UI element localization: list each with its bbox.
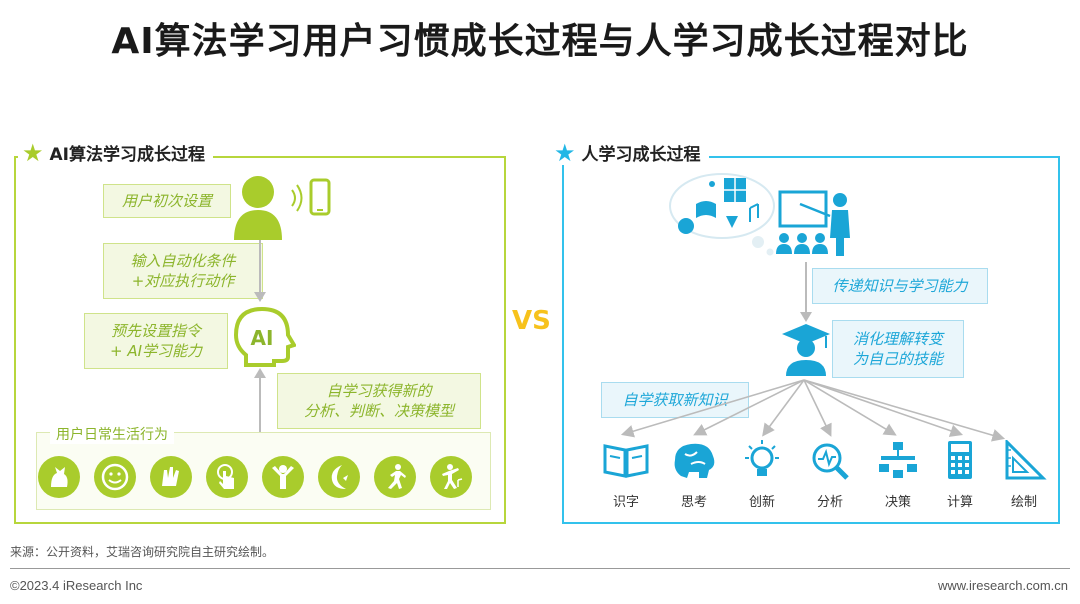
ai-badge-text: AI (251, 326, 274, 350)
website-link[interactable]: www.iresearch.com.cn (937, 578, 1068, 593)
skill-label: 识字 (612, 495, 639, 510)
person-cheer-icon (262, 456, 304, 498)
skill-label: 决策 (884, 495, 911, 510)
skill-literacy: 识字 (596, 440, 656, 510)
magnifier-icon (812, 443, 849, 480)
cat-icon (38, 456, 80, 498)
step-automation-conditions: 输入自动化条件 +对应执行动作 (103, 243, 263, 299)
knowledge-cloud-icon (669, 173, 775, 256)
lightbulb-icon (745, 440, 779, 476)
step-self-learn-new: 自学获取新知识 (601, 382, 749, 418)
skill-label: 绘制 (1010, 495, 1037, 510)
touch-icon (206, 456, 248, 498)
human-panel-title-text: 人学习成长过程 (581, 145, 701, 165)
graduate-icon (782, 324, 830, 376)
step-preset-instructions: 预先设置指令 + AI学习能力 (84, 313, 228, 369)
step-transfer-knowledge: 传递知识与学习能力 (812, 268, 988, 304)
ruler-triangle-icon (1005, 438, 1047, 480)
footer-divider (10, 568, 1070, 569)
brain-icon (674, 443, 715, 478)
teacher-icon (776, 190, 850, 256)
copyright: ©2023.4 iResearch Inc (10, 578, 143, 593)
clap-hands-icon (150, 456, 192, 498)
skill-label: 计算 (946, 495, 973, 510)
ai-panel-title-text: AI算法学习成长过程 (49, 145, 205, 165)
skill-arrows (620, 379, 1006, 442)
step-self-learning: 自学习获得新的 分析、判断、决策模型 (277, 373, 481, 429)
skill-calculation: 计算 (930, 440, 990, 510)
star-icon: ★ (554, 138, 576, 167)
ai-panel-title: ★ AI算法学习成长过程 (18, 140, 213, 165)
step-digest-skills: 消化理解转变 为自己的技能 (832, 320, 964, 378)
skill-decision: 决策 (868, 440, 928, 510)
skill-analysis: 分析 (800, 440, 860, 510)
arrow-up (254, 368, 266, 432)
calculator-icon (948, 441, 972, 479)
human-panel-title: ★ 人学习成长过程 (550, 140, 709, 165)
user-phone-icon (234, 176, 331, 240)
vs-label: VS (512, 306, 551, 336)
smile-icon (94, 456, 136, 498)
star-icon: ★ (22, 138, 44, 167)
human-learning-panel: ★ 人学习成长过程 (550, 140, 1060, 524)
dancing-icon (430, 456, 472, 498)
moon-icon (318, 456, 360, 498)
skill-innovation: 创新 (732, 440, 792, 510)
step-initial-setup: 用户初次设置 (103, 184, 231, 218)
source-note: 来源：公开资料，艾瑞咨询研究院自主研究绘制。 (10, 545, 275, 559)
behaviors-label: 用户日常生活行为 (50, 424, 174, 444)
ai-learning-panel: ★ AI算法学习成长过程 (14, 140, 506, 524)
arrow-down (254, 240, 266, 302)
skill-label: 思考 (680, 495, 707, 510)
running-icon (374, 456, 416, 498)
skill-thinking: 思考 (664, 440, 724, 510)
skill-label: 分析 (816, 495, 843, 510)
book-icon (603, 444, 649, 478)
arrow-down (800, 262, 812, 322)
flowchart-icon (879, 442, 917, 478)
page-title: AI算法学习用户习惯成长过程与人学习成长过程对比 (111, 21, 969, 62)
ai-head-icon: AI (233, 306, 296, 367)
skill-drawing: 绘制 (994, 438, 1054, 510)
skill-label: 创新 (748, 495, 775, 510)
